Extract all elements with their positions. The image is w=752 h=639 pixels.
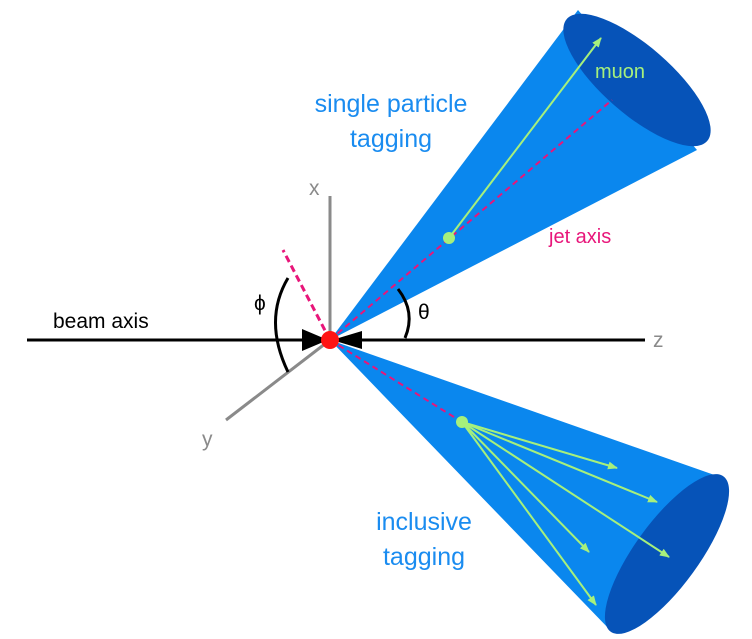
- inclusive-tagging-label-line2: tagging: [383, 543, 465, 571]
- upper-secondary-vertex: [443, 232, 455, 244]
- inclusive-track-arrow: [461, 421, 590, 553]
- inclusive-track-arrow: [461, 421, 670, 558]
- lower-secondary-vertex: [456, 416, 468, 428]
- lower-jet-cone: [330, 340, 730, 634]
- theta-label: θ: [418, 301, 430, 324]
- beam-axis-label: beam axis: [53, 310, 149, 333]
- y-axis-label: y: [202, 428, 213, 451]
- muon-track-arrow: [448, 37, 602, 239]
- x-axis-label: x: [309, 177, 320, 200]
- single-particle-tagging-label: single particle: [315, 90, 468, 118]
- phi-angle-arc: [274, 277, 290, 373]
- phi-label: ϕ: [254, 292, 266, 315]
- inclusive-tagging-label: inclusive: [376, 508, 472, 536]
- theta-arrowhead: [332, 331, 362, 349]
- y-axis-line: [225, 338, 331, 422]
- inclusive-track-arrow: [461, 421, 618, 470]
- phi-reference-line: [281, 249, 332, 341]
- phi-arrowhead: [302, 329, 328, 351]
- upper-jet-axis-line: [329, 99, 613, 341]
- inclusive-track-arrow: [461, 421, 658, 503]
- z-axis-label: z: [653, 329, 664, 352]
- single-particle-tagging-label-line2: tagging: [350, 125, 432, 153]
- inclusive-track-arrow: [461, 421, 597, 606]
- theta-angle-arc: [396, 288, 411, 339]
- muon-label: muon: [595, 61, 645, 83]
- inclusive-tracks: [461, 421, 670, 606]
- jet-axis-label: jet axis: [548, 226, 611, 248]
- lower-jet-axis-line: [329, 339, 463, 423]
- primary-vertex: [321, 331, 339, 349]
